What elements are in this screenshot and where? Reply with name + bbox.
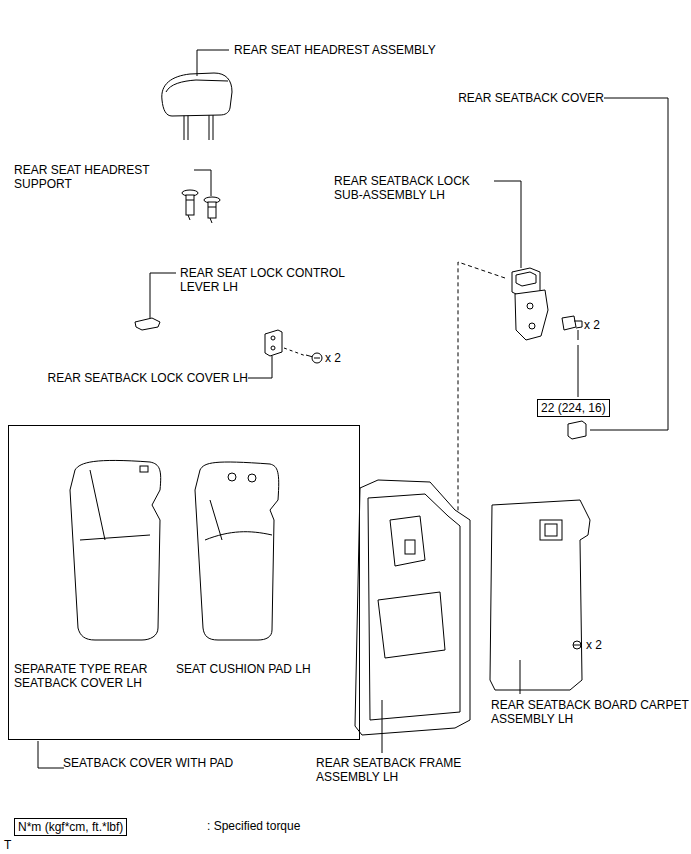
part-label: REAR SEAT HEADREST ASSEMBLY <box>234 43 436 57</box>
part-label: REAR SEAT LOCK CONTROL LEVER LH <box>180 266 380 294</box>
part-label: SEPARATE TYPE REAR SEATBACK COVER LH <box>14 662 179 690</box>
legend-torque-box: N*m (kgf*cm, ft.*lbf) <box>14 818 127 836</box>
torque-box: 22 (224, 16) <box>537 399 610 417</box>
cover-piece-drawing <box>568 421 586 439</box>
quantity-label: x 2 <box>586 638 602 652</box>
quantity-label: x 2 <box>584 318 600 332</box>
headrest-support-drawing <box>182 190 220 223</box>
lock-assembly-drawing <box>512 268 582 397</box>
box-text: N*m (kgf*cm, ft.*lbf) <box>18 820 123 834</box>
leader-lines <box>150 50 668 753</box>
box-text: 22 (224, 16) <box>541 401 606 415</box>
figure-code: T <box>4 838 11 852</box>
group-bracket <box>38 741 64 768</box>
frame-drawing <box>355 480 470 735</box>
seat-cover-drawing <box>70 460 161 640</box>
lever-drawing <box>135 318 160 330</box>
seat-pad-drawing <box>195 462 279 640</box>
group-region: SEATBACK COVER WITH PAD <box>8 425 360 740</box>
part-label: REAR SEATBACK BOARD CARPET ASSEMBLY LH <box>491 698 691 726</box>
headrest-drawing <box>162 73 232 140</box>
group-heading: SEATBACK COVER WITH PAD <box>63 756 233 770</box>
quantity-label: x 2 <box>325 351 341 365</box>
board-carpet-drawing <box>490 500 590 690</box>
part-label: REAR SEATBACK LOCK SUB-ASSEMBLY LH <box>334 174 494 202</box>
lock-cover-drawing <box>265 330 322 363</box>
part-label: REAR SEATBACK FRAME ASSEMBLY LH <box>316 756 476 784</box>
part-label: REAR SEATBACK LOCK COVER LH <box>48 371 249 385</box>
part-label: REAR SEAT HEADREST SUPPORT <box>14 163 164 191</box>
legend-text: : Specified torque <box>207 819 300 833</box>
part-label: REAR SEATBACK COVER <box>458 91 604 105</box>
part-label: SEAT CUSHION PAD LH <box>176 662 311 676</box>
